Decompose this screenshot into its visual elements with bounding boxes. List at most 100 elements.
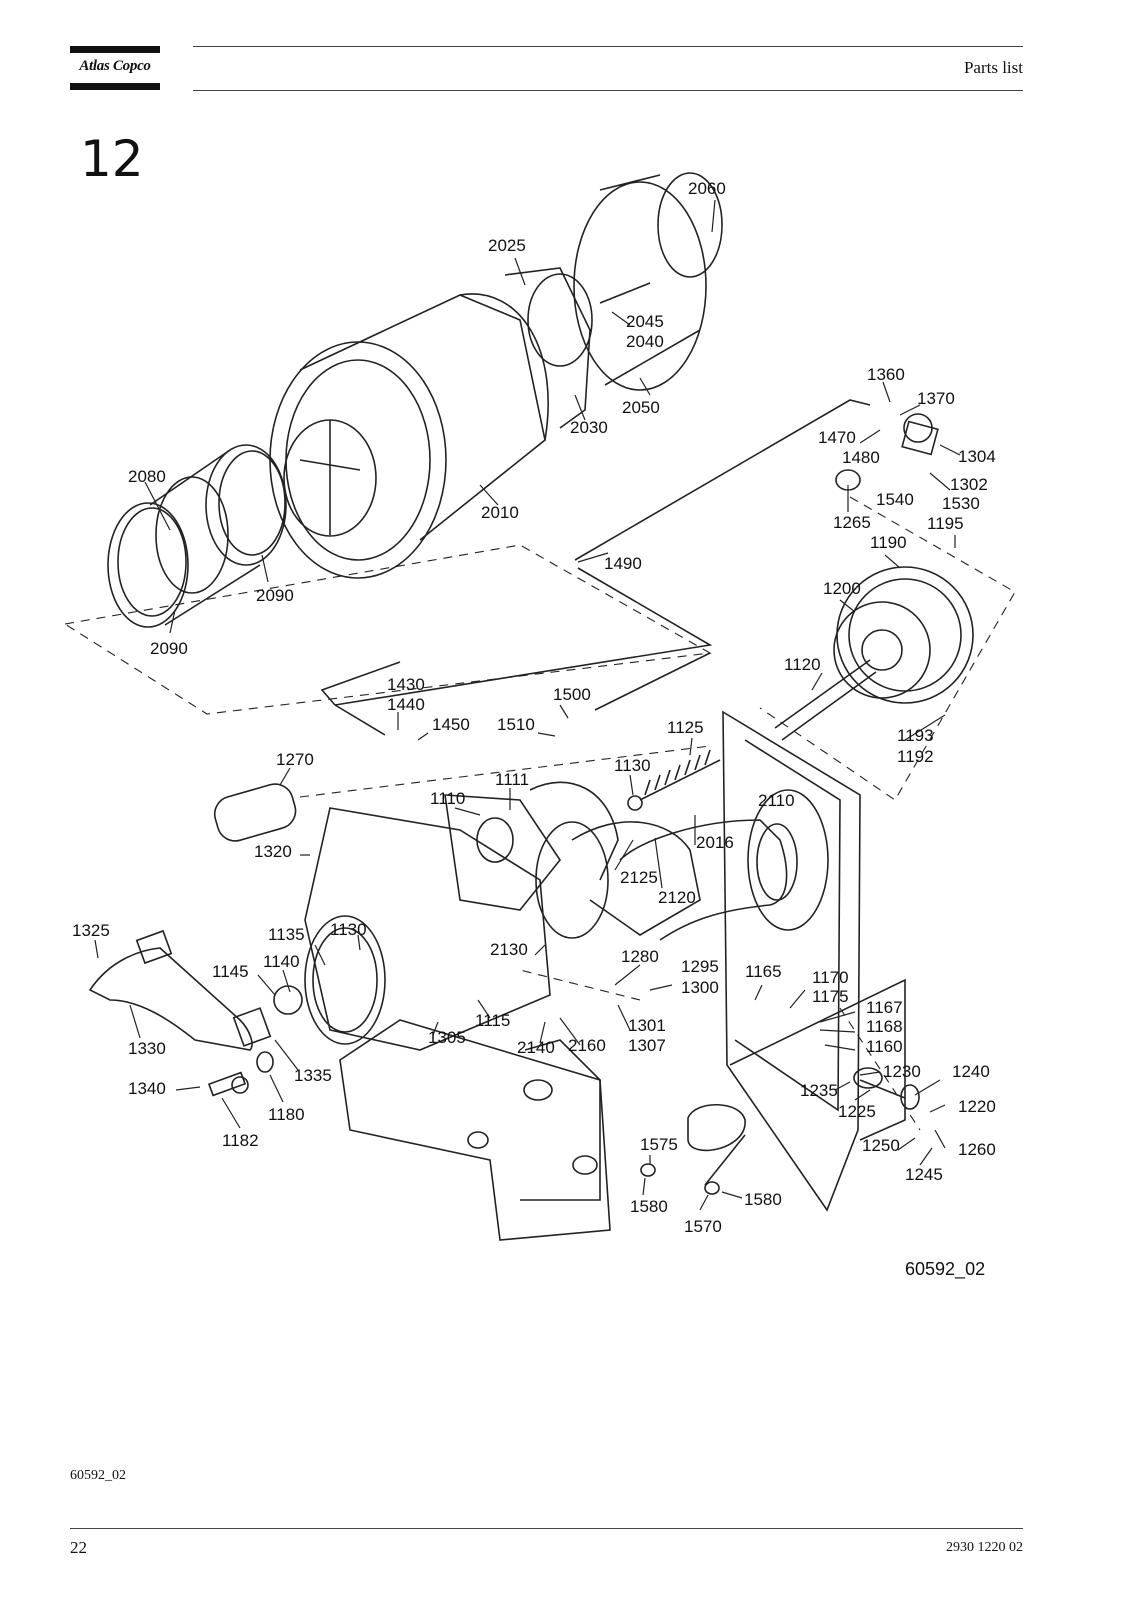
inlet-hoses	[107, 444, 287, 628]
callout: 1480	[842, 448, 880, 467]
header-title: Parts list	[963, 58, 1023, 77]
callout: 1490	[604, 554, 642, 573]
callout: 1110	[430, 789, 465, 808]
frame	[339, 1019, 611, 1241]
callout: 1302	[950, 475, 988, 494]
callout: 1225	[838, 1102, 876, 1121]
callout: 1250	[862, 1136, 900, 1155]
figure-id: 60592_02	[905, 1259, 985, 1280]
callout: 1167	[866, 998, 903, 1017]
callout: 1111	[495, 770, 529, 789]
header-rule-bottom	[193, 90, 1023, 91]
callout: 1330	[128, 1039, 166, 1058]
callout: 1115	[475, 1011, 510, 1030]
logo-wordmark: Atlas Copco	[79, 58, 151, 74]
callout: 1304	[958, 447, 996, 466]
callout: 1140	[263, 952, 300, 971]
callout: 1575	[640, 1135, 678, 1154]
callout: 2010	[481, 503, 519, 522]
callout: 1500	[553, 685, 591, 704]
callout: 1300	[681, 978, 719, 997]
callout: 1570	[684, 1217, 722, 1236]
callout: 1470	[818, 428, 856, 447]
callout: 2120	[658, 888, 696, 907]
callout: 1301	[628, 1016, 666, 1035]
callout: 2090	[256, 586, 294, 605]
callout: 1192	[897, 747, 934, 766]
shroud-plate	[722, 710, 906, 1212]
callout: 2080	[128, 467, 166, 486]
callout: 1245	[905, 1165, 943, 1184]
callout: 1370	[917, 389, 955, 408]
callout: 1340	[128, 1079, 166, 1098]
callout: 1165	[745, 962, 782, 981]
drawing-linework	[64, 172, 1016, 1241]
pipe-1490	[320, 399, 871, 736]
callout: 1360	[867, 365, 905, 384]
callout: 2125	[620, 868, 658, 887]
callout: 1193	[897, 726, 934, 745]
spring-1125	[639, 749, 721, 801]
callout: 1130	[330, 920, 367, 939]
callout: 1430	[387, 675, 425, 694]
callout: 1125	[667, 718, 704, 737]
callout: 1450	[432, 715, 470, 734]
callout-leaders	[94, 199, 961, 1211]
callout: 1235	[800, 1081, 838, 1100]
compressor-element	[213, 781, 701, 1051]
callout: 1270	[276, 750, 314, 769]
callout: 1540	[876, 490, 914, 509]
callout: 2030	[570, 418, 608, 437]
callout: 1160	[866, 1037, 903, 1056]
discharge-elbow-2110	[619, 819, 798, 941]
logo-bar-top	[70, 46, 160, 53]
callout: 2025	[488, 236, 526, 255]
callout: 1265	[833, 513, 871, 532]
callout: 2160	[568, 1036, 606, 1055]
callout: 1260	[958, 1140, 996, 1159]
callout: 1307	[628, 1036, 666, 1055]
callout: 1195	[927, 514, 964, 533]
callout: 1325	[72, 921, 110, 940]
callout: 1135	[268, 925, 305, 944]
callout: 1200	[823, 579, 861, 598]
callout: 1175	[812, 987, 849, 1006]
callout: 1580	[744, 1190, 782, 1209]
callout: 1230	[883, 1062, 921, 1081]
callout: 1440	[387, 695, 425, 714]
callout: 1168	[866, 1017, 903, 1036]
callout: 1295	[681, 957, 719, 976]
callout: 2045	[626, 312, 664, 331]
part-callouts: 2060 2025 2045 2040 2050 2030 2010 2080 …	[72, 179, 996, 1236]
figure-caption: 60592_02	[70, 1468, 126, 1483]
unloader-valve	[774, 566, 974, 741]
document-number: 2930 1220 02	[946, 1540, 1023, 1555]
callout: 1580	[630, 1197, 668, 1216]
callout: 2110	[758, 791, 795, 810]
callout: 1320	[254, 842, 292, 861]
footer-rule	[70, 1528, 1023, 1529]
air-filter-housing	[269, 267, 593, 579]
oil-pipe-1330	[88, 929, 272, 1051]
callout: 1182	[222, 1131, 259, 1150]
callout: 2090	[150, 639, 188, 658]
callout: 2060	[688, 179, 726, 198]
callout: 1305	[428, 1028, 466, 1047]
callout: 2016	[696, 833, 734, 852]
filter-cover	[573, 172, 723, 391]
callout: 1220	[958, 1097, 996, 1116]
callout: 2050	[622, 398, 660, 417]
callout: 1335	[294, 1066, 332, 1085]
callout: 2140	[517, 1038, 555, 1057]
section-number: 12	[80, 130, 144, 188]
callout: 1180	[268, 1105, 305, 1124]
callout: 1130	[614, 756, 651, 775]
small-parts	[207, 413, 939, 1195]
callout: 1530	[942, 494, 980, 513]
callout: 1240	[952, 1062, 990, 1081]
callout: 1145	[212, 962, 249, 981]
logo-bar-bottom	[70, 83, 160, 90]
page-number: 22	[70, 1538, 87, 1557]
callout: 2130	[490, 940, 528, 959]
